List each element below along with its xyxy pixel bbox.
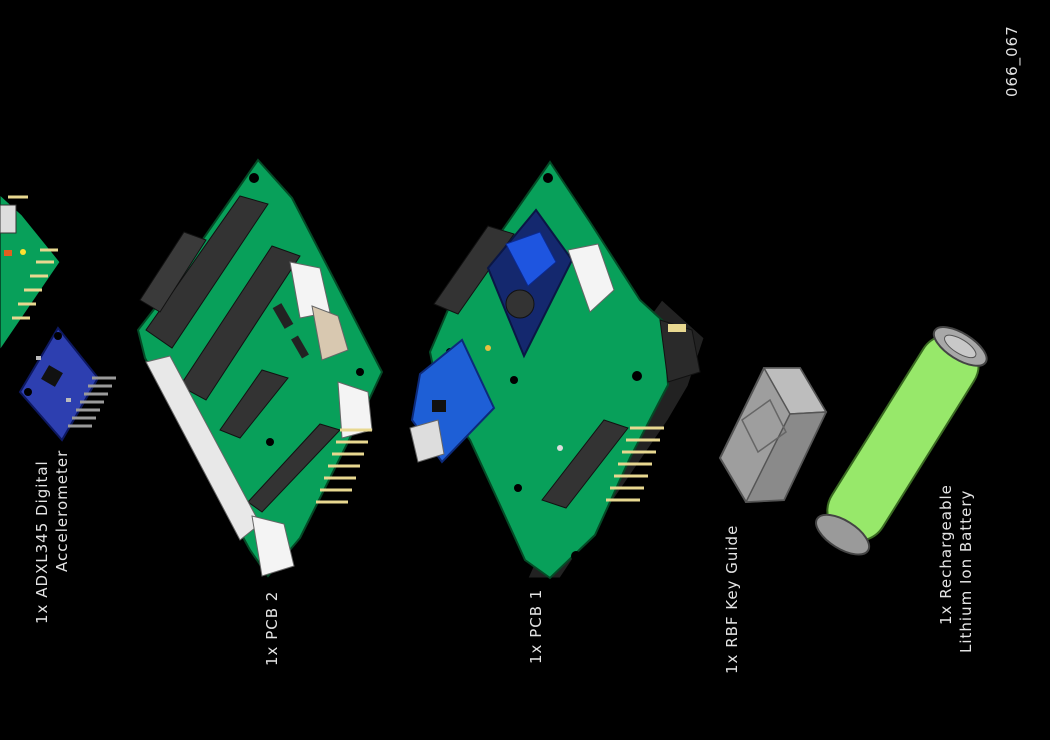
label-pcb-2: 1x PCB 2 [262,591,282,666]
page-number: 066_067 [1002,25,1022,97]
label-line: Lithium Ion Battery [956,484,976,653]
label-line: 1x PCB 2 [262,591,282,666]
label-line: 1x PCB 1 [526,589,546,664]
accelerometer-module [20,328,116,440]
partial-board-left [0,195,60,350]
label-line: Accelerometer [52,450,72,624]
label-line: 1x ADXL345 Digital [32,450,52,624]
pcb-2 [138,160,382,576]
label-rbf-key-guide: 1x RBF Key Guide [722,525,742,674]
pcb-1 [410,162,704,578]
label-accelerometer: 1x ADXL345 Digital Accelerometer [32,450,72,624]
label-line: 1x Rechargeable [936,484,956,653]
label-line: 1x RBF Key Guide [722,525,742,674]
label-battery: 1x Rechargeable Lithium Ion Battery [936,484,976,653]
label-pcb-1: 1x PCB 1 [526,589,546,664]
rbf-key-guide [720,368,826,502]
